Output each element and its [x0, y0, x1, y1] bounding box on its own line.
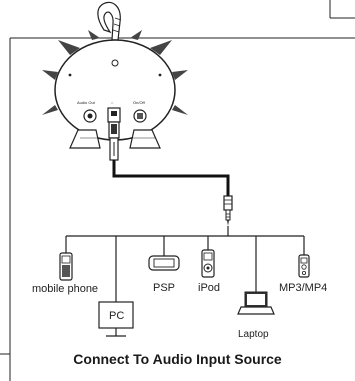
usb-cable: [108, 121, 230, 196]
device-label-mp3-mp4: MP3/MP4: [279, 282, 328, 294]
ipod-icon: [201, 249, 215, 278]
device-label-mobile-phone: mobile phone: [32, 283, 99, 295]
psp-icon: [148, 255, 180, 271]
device-label-ipod: iPod: [198, 282, 221, 294]
power-label: On/Off: [133, 100, 145, 105]
mobile-phone-icon: [59, 252, 73, 281]
audio-out-label: Audio Out: [77, 100, 95, 105]
device-label-pc: PC: [109, 310, 125, 322]
mp3-player-icon: [298, 254, 310, 278]
laptop-icon: [237, 291, 275, 315]
audio-plug: [223, 195, 233, 236]
usb-symbol-label: ⇔: [110, 100, 114, 105]
device-label-psp: PSP: [153, 282, 176, 294]
pc-monitor-icon: [98, 301, 134, 337]
speaker-handle: [97, 1, 121, 41]
device-label-laptop: Laptop: [238, 329, 269, 340]
diagram-caption: Connect To Audio Input Source: [73, 351, 282, 367]
distribution-lines: [65, 235, 305, 302]
speaker-device: [42, 1, 188, 149]
